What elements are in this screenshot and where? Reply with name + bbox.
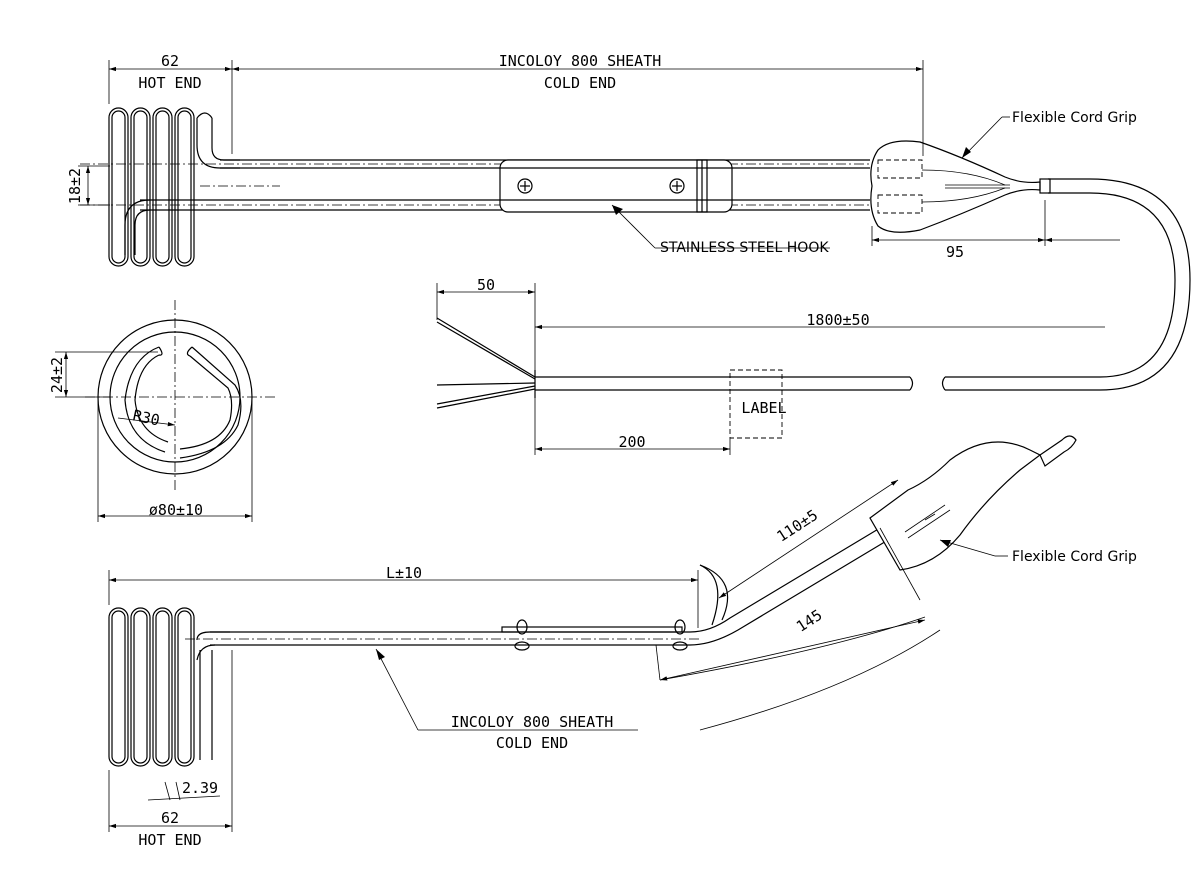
bottom-cold-label: COLD END — [496, 734, 568, 752]
hook-bracket — [499, 159, 733, 213]
top-hot-dim: 62 — [161, 52, 179, 70]
top-view — [78, 60, 1191, 455]
bottom-hot-dim: 62 — [161, 809, 179, 827]
bottom-hot-label: HOT END — [138, 831, 201, 849]
end-view — [55, 300, 275, 522]
top-cold-label: COLD END — [544, 74, 616, 92]
bend-total-dim: 145 — [793, 606, 826, 636]
cord-length-dim: 1800±50 — [806, 311, 869, 329]
top-dimensions — [78, 60, 1120, 455]
wire-diameter-dim: 2.39 — [182, 779, 218, 797]
power-cord — [436, 178, 1191, 439]
bottom-dimensions — [108, 479, 1008, 832]
grip-length-dim: 95 — [946, 243, 964, 261]
top-spacing-dim: 18±2 — [66, 168, 84, 204]
bottom-sheath-label: INCOLOY 800 SHEATH — [451, 713, 614, 731]
bottom-grip-label: Flexible Cord Grip — [1012, 549, 1137, 565]
bottom-coil — [108, 607, 230, 767]
top-hot-label: HOT END — [138, 74, 201, 92]
bottom-view — [108, 435, 1077, 832]
label-position-dim: 200 — [618, 433, 645, 451]
strip-length-dim: 50 — [477, 276, 495, 294]
top-coil — [108, 107, 240, 267]
end-spacing-dim: 24±2 — [48, 357, 66, 393]
bend-length-dim: 110±5 — [773, 506, 821, 546]
top-grip-label: Flexible Cord Grip — [1012, 110, 1137, 126]
diameter-dim: ø80±10 — [149, 501, 203, 519]
radius-dim: R30 — [131, 406, 161, 429]
top-sheath-label: INCOLOY 800 SHEATH — [499, 52, 662, 70]
label-box-text: LABEL — [741, 399, 786, 417]
bottom-cord-grip — [869, 435, 1077, 571]
top-cord-grip — [870, 140, 1051, 233]
bottom-length-dim: L±10 — [386, 564, 422, 582]
hook-label: STAINLESS STEEL HOOK — [660, 240, 829, 256]
